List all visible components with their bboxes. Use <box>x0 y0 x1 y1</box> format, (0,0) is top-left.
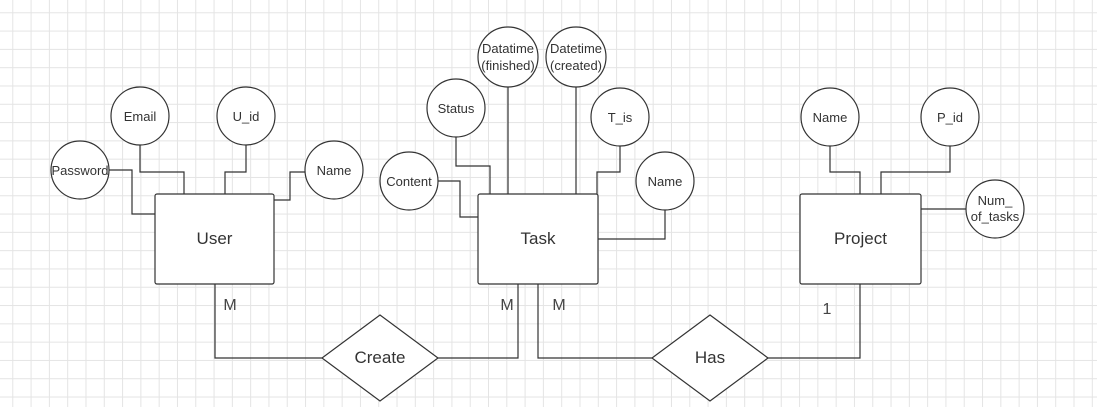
attribute-task-name-label: Name <box>648 174 683 189</box>
attribute-task-datetime-created-line1: Datetime <box>550 41 602 56</box>
cardinality-task-create: M <box>500 297 513 314</box>
attribute-project-num-of-tasks-line1: Num_ <box>978 193 1013 208</box>
attribute-user-password-label: Password <box>51 163 108 178</box>
edge-task-tis <box>596 146 621 194</box>
edge-task-name <box>598 210 666 240</box>
edge-user-email <box>139 145 185 194</box>
cardinality-task-has: M <box>552 297 565 314</box>
attribute-task-name-circle[interactable] <box>635 151 695 211</box>
attribute-user-uid[interactable]: U_id <box>216 86 276 146</box>
edge-project-pid <box>880 146 951 194</box>
attribute-task-tis-circle[interactable] <box>590 87 650 147</box>
entity-task[interactable]: Task <box>477 193 599 285</box>
relationship-has-diamond[interactable] <box>650 314 770 402</box>
attribute-task-status-circle[interactable] <box>426 78 486 138</box>
attribute-task-tis-label: T_is <box>608 110 633 125</box>
attribute-task-datetime-created[interactable]: Datetime (created) <box>545 26 607 88</box>
entity-task-box[interactable] <box>477 193 599 285</box>
attribute-user-password[interactable]: Password <box>50 140 110 200</box>
edge-user-name <box>274 171 305 201</box>
attribute-task-datatime-finished-circle[interactable] <box>477 26 539 88</box>
attribute-task-content-circle[interactable] <box>379 151 439 211</box>
entity-project[interactable]: Project <box>799 193 922 285</box>
attribute-user-uid-circle[interactable] <box>216 86 276 146</box>
attribute-task-datatime-finished-line1: Datatime <box>482 41 534 56</box>
edge-user-password <box>109 169 155 215</box>
attribute-user-email-circle[interactable] <box>110 86 170 146</box>
edge-task-content <box>438 180 478 218</box>
relationship-create-label: Create <box>354 348 405 367</box>
attribute-task-content-label: Content <box>386 174 432 189</box>
attribute-project-name-circle[interactable] <box>800 87 860 147</box>
entity-project-label: Project <box>834 229 887 248</box>
attribute-project-pid-circle[interactable] <box>920 87 980 147</box>
attribute-user-uid-label: U_id <box>233 109 260 124</box>
attribute-user-name-circle[interactable] <box>304 140 364 200</box>
entity-user-label: User <box>197 229 233 248</box>
attribute-task-datetime-created-line2: (created) <box>550 58 602 73</box>
edge-task-status <box>455 137 491 194</box>
entity-user-box[interactable] <box>154 193 275 285</box>
attribute-task-datatime-finished[interactable]: Datatime (finished) <box>477 26 539 88</box>
attribute-task-datetime-created-circle[interactable] <box>545 26 607 88</box>
attribute-task-content[interactable]: Content <box>379 151 439 211</box>
attribute-project-num-of-tasks-line2: of_tasks <box>971 209 1020 224</box>
attribute-user-email-label: Email <box>124 109 157 124</box>
attribute-project-pid[interactable]: P_id <box>920 87 980 147</box>
relationship-has[interactable]: Has <box>650 314 770 402</box>
entity-user[interactable]: User <box>154 193 275 285</box>
cardinality-user-create: M <box>223 297 236 314</box>
attribute-project-num-of-tasks[interactable]: Num_ of_tasks <box>965 179 1025 239</box>
edge-has-project <box>768 284 861 359</box>
attribute-task-tis[interactable]: T_is <box>590 87 650 147</box>
connectors <box>109 87 966 359</box>
relationship-has-label: Has <box>695 348 725 367</box>
attribute-project-pid-label: P_id <box>937 110 963 125</box>
relationship-create[interactable]: Create <box>320 314 440 402</box>
attribute-project-num-of-tasks-circle[interactable] <box>965 179 1025 239</box>
entity-task-label: Task <box>521 229 556 248</box>
edge-user-create <box>214 284 322 359</box>
attribute-task-status-label: Status <box>438 101 475 116</box>
attribute-user-email[interactable]: Email <box>110 86 170 146</box>
entity-project-box[interactable] <box>799 193 922 285</box>
relationship-create-diamond[interactable] <box>320 314 440 402</box>
attribute-task-name[interactable]: Name <box>635 151 695 211</box>
edge-user-uid <box>224 145 247 194</box>
attribute-user-password-circle[interactable] <box>50 140 110 200</box>
attribute-task-datatime-finished-line2: (finished) <box>481 58 534 73</box>
attribute-user-name[interactable]: Name <box>304 140 364 200</box>
attribute-task-status[interactable]: Status <box>426 78 486 138</box>
attribute-project-name[interactable]: Name <box>800 87 860 147</box>
edge-task-has <box>537 284 652 359</box>
cardinality-project-has: 1 <box>823 301 832 318</box>
edge-create-task <box>438 284 519 359</box>
edge-project-name <box>829 146 861 194</box>
attribute-user-name-label: Name <box>317 163 352 178</box>
attribute-project-name-label: Name <box>813 110 848 125</box>
